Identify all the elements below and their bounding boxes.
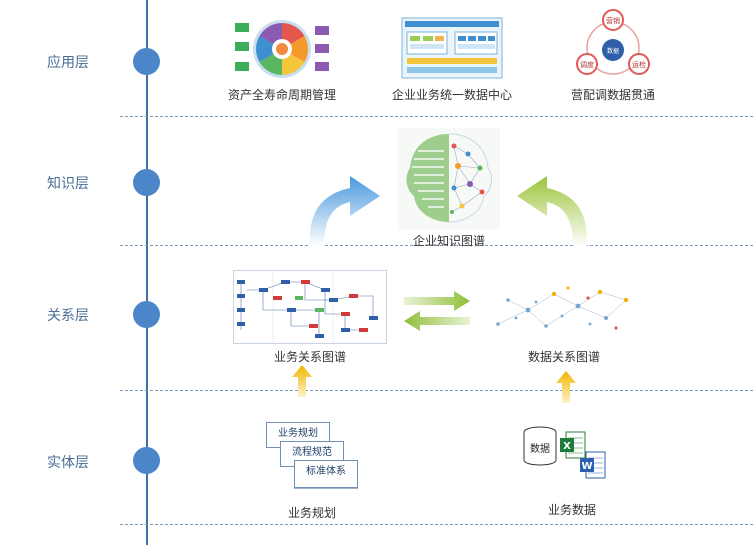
blue-curved-arrow — [300, 160, 382, 246]
data-center-caption: 企业业务统一数据中心 — [391, 88, 512, 102]
separator-3 — [120, 390, 753, 391]
entity-data-caption: 业务数据 — [547, 503, 596, 517]
green-curved-arrow — [515, 160, 597, 246]
layer-label-entity: 实体层 — [47, 455, 89, 471]
bidirectional-arrows — [402, 289, 472, 331]
entity-docs-caption: 业务规划 — [287, 506, 336, 520]
cycle-node-marketing: 营销 — [606, 16, 620, 25]
data-center-architecture-image — [401, 17, 503, 79]
layer-label-application: 应用层 — [47, 55, 89, 71]
data-relation-graph-image — [488, 280, 636, 338]
excel-icon: X — [560, 430, 586, 460]
separator-4 — [120, 524, 753, 525]
timeline-node-knowledge — [133, 169, 160, 196]
business-relation-caption: 业务关系图谱 — [273, 350, 346, 364]
word-icon: W — [580, 450, 606, 480]
timeline-node-relation — [133, 301, 160, 328]
knowledge-graph-caption: 企业知识图谱 — [412, 234, 485, 248]
cycle-center-label: 数据 — [607, 47, 619, 55]
database-icon: 数据 — [522, 426, 558, 466]
separator-2 — [120, 245, 753, 246]
yellow-up-arrow-left — [292, 365, 312, 397]
timeline-node-application — [133, 48, 160, 75]
doc-standard-system: 标准体系 — [294, 460, 358, 488]
cycle-node-dispatch: 调度 — [580, 60, 594, 69]
svg-text:X: X — [563, 441, 571, 452]
separator-1 — [120, 116, 753, 117]
asset-lifecycle-caption: 资产全寿命周期管理 — [227, 88, 336, 102]
data-relation-caption: 数据关系图谱 — [527, 350, 600, 364]
timeline-node-entity — [133, 447, 160, 474]
database-label: 数据 — [530, 442, 550, 455]
knowledge-brain-image — [398, 128, 500, 230]
layer-label-knowledge: 知识层 — [47, 176, 89, 192]
asset-lifecycle-wheel-image — [232, 18, 332, 80]
timeline-axis — [146, 0, 148, 545]
yellow-up-arrow-right — [556, 371, 576, 403]
layer-label-relation: 关系层 — [47, 308, 89, 324]
marketing-dispatch-caption: 营配调数据贯通 — [570, 88, 655, 102]
svg-text:W: W — [581, 461, 592, 472]
cycle-node-operation: 运检 — [632, 60, 646, 69]
marketing-dispatch-cycle-image: 营销 调度 运检 数据 — [575, 8, 651, 80]
business-relation-graph-image — [233, 270, 387, 344]
